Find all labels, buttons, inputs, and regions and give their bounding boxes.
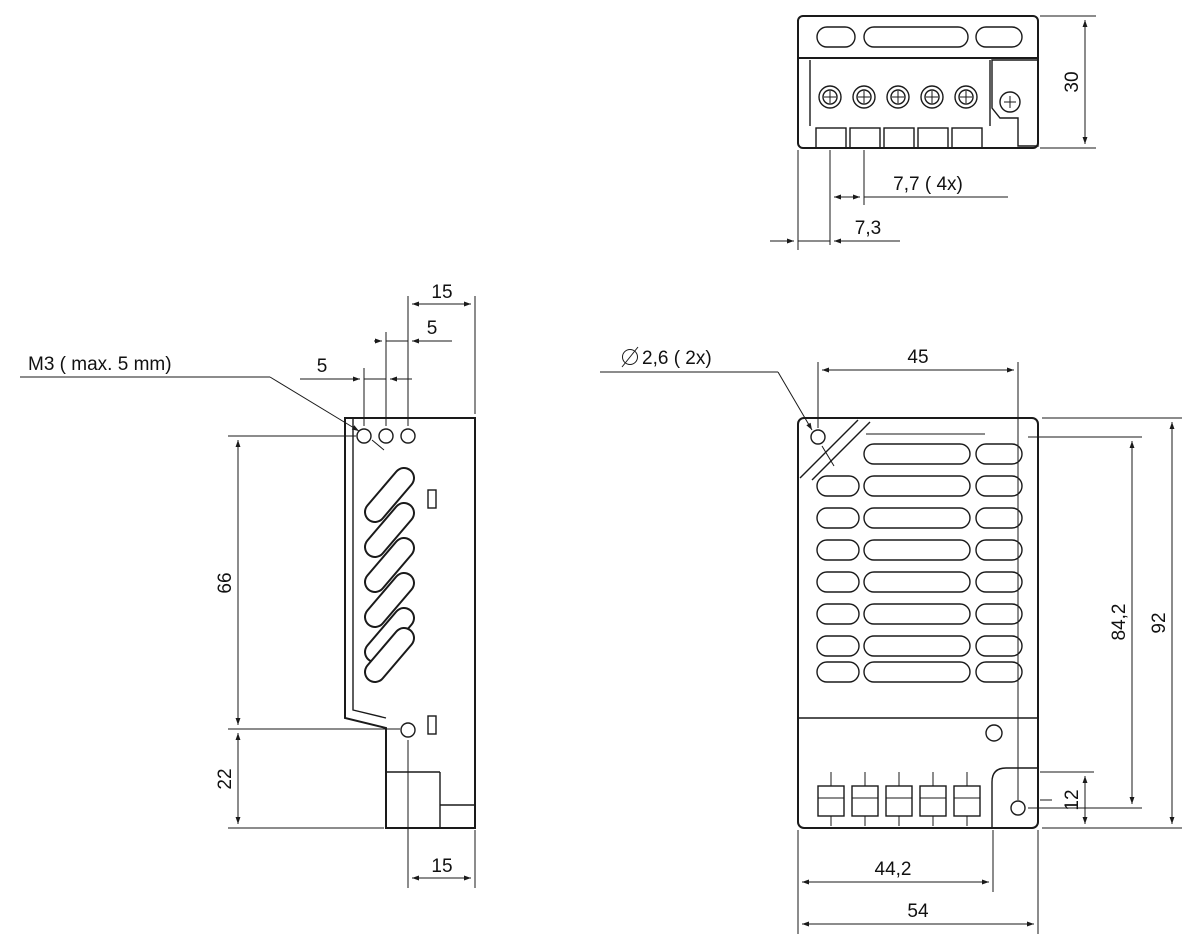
dimension-height-total: 92 (1042, 417, 1182, 829)
front-corner-flange (799, 419, 859, 479)
dimension-lower-section: 22 (215, 733, 384, 829)
side-view-body (344, 417, 476, 829)
dimension-terminal-width: 44,2 (797, 830, 994, 934)
hole-note: 2,6 ( 2x) (600, 346, 835, 467)
diameter-icon (621, 346, 639, 368)
mounting-hole (378, 428, 394, 444)
top-vent-slot (863, 26, 969, 48)
dimension-hole-spacing-a: 5 (374, 318, 452, 426)
terminal-screw-icon (954, 85, 978, 109)
dimension-label: 54 (907, 901, 929, 922)
terminal-screw-icon (886, 85, 910, 109)
mounting-hole (400, 722, 416, 738)
mounting-hole (810, 429, 826, 445)
dimension-label: 7,7 ( 4x) (893, 174, 963, 195)
dimension-width-total: 54 (802, 830, 1039, 934)
side-flange-edge (352, 418, 387, 719)
dimension-label: 66 (215, 572, 236, 593)
top-vent-slot (816, 26, 856, 48)
dimension-pitch: 7,7 ( 4x) (829, 150, 1008, 245)
dimension-height-30: 30 (1040, 15, 1096, 149)
indicator-led (985, 724, 1003, 742)
dimension-label: 44,2 (875, 859, 912, 880)
terminal-screw-icon (852, 85, 876, 109)
side-slot-marker (427, 715, 437, 735)
front-terminals (817, 772, 981, 826)
dimension-hole-width: 45 (817, 347, 1019, 800)
side-slot-marker (427, 489, 437, 509)
side-vent-slots (364, 467, 415, 683)
top-view: 30 7,7 ( 4x) 7,3 (770, 15, 1096, 250)
front-view: 2,6 ( 2x) 45 84,2 92 12 (600, 346, 1182, 934)
dimension-label: 12 (1062, 789, 1083, 810)
dimension-hole-distance: 66 (215, 435, 400, 730)
top-vent-slot (975, 26, 1023, 48)
dimension-depth-top: 15 (407, 282, 476, 426)
dimension-offset: 7,3 (770, 150, 900, 250)
ground-bracket (991, 59, 1039, 147)
dimension-label: 22 (215, 768, 236, 789)
screw-note: M3 ( max. 5 mm) (20, 354, 385, 451)
dimension-label: 84,2 (1109, 604, 1130, 641)
ground-tab (991, 767, 1038, 828)
dimension-hole-spacing-b: 5 (300, 356, 412, 426)
dimension-label: 5 (317, 356, 328, 377)
front-vent-slots (816, 443, 1023, 683)
dimension-terminal-offset: 12 (1040, 771, 1094, 824)
dimension-label: 92 (1149, 612, 1170, 633)
dimension-depth-bottom: 15 (407, 740, 476, 888)
dimension-label: 15 (431, 856, 452, 877)
terminal-tabs (815, 127, 983, 149)
dimension-label: 5 (427, 318, 438, 339)
dimension-label: 7,3 (855, 218, 881, 239)
hole-note-label: 2,6 ( 2x) (642, 348, 712, 369)
front-corner-flange (811, 421, 871, 481)
mounting-hole (356, 428, 372, 444)
side-view: M3 ( max. 5 mm) 15 5 5 (20, 282, 476, 888)
mounting-hole (400, 428, 416, 444)
dimension-label: 15 (431, 282, 452, 303)
terminal-screw-icon (818, 85, 842, 109)
terminal-screw-icon (920, 85, 944, 109)
screw-note-label: M3 ( max. 5 mm) (28, 354, 172, 375)
dimension-height-holes: 84,2 (1028, 436, 1142, 809)
front-view-body (797, 417, 1039, 829)
dimension-label: 30 (1062, 71, 1083, 92)
dimension-label: 45 (907, 347, 928, 368)
